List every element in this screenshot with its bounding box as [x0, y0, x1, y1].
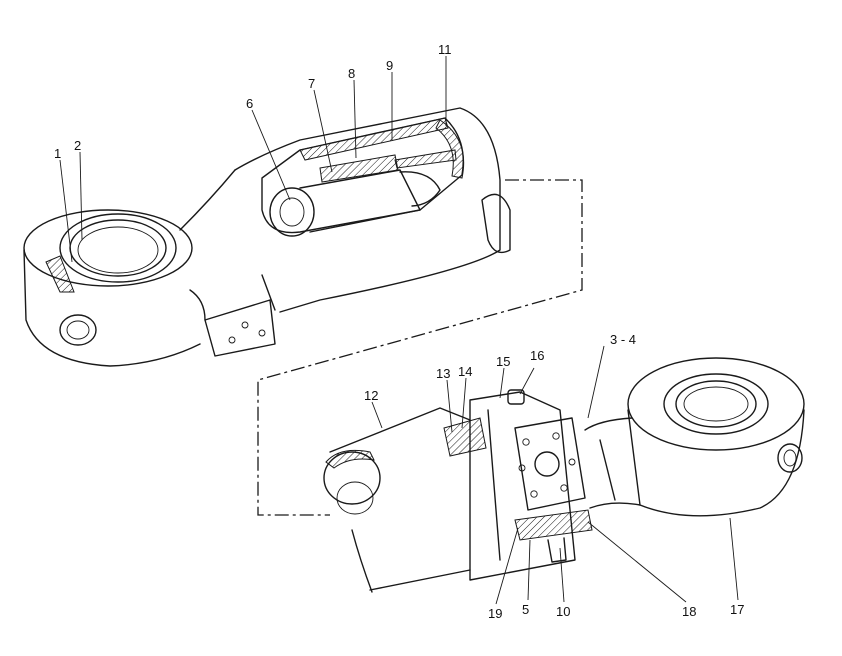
upper-housing	[23, 107, 511, 367]
upper-mount-block	[204, 299, 276, 357]
spool-rod-hatch	[394, 149, 457, 169]
barrel-top	[329, 407, 471, 453]
callout-3-4: 3 - 4	[610, 332, 636, 347]
upper-bearing-outer	[59, 213, 177, 283]
lower-neck-top	[584, 417, 633, 431]
barrel-front-edge	[351, 529, 373, 593]
upper-neck-bottom	[189, 289, 206, 321]
callout-19: 19	[488, 606, 502, 621]
callout-12: 12	[364, 388, 378, 403]
cap-bolt-6	[568, 458, 576, 466]
cutaway-end-hatch	[435, 119, 465, 179]
lower-eye-outer	[627, 357, 805, 451]
callout-1: 1	[54, 146, 61, 161]
lower-plug	[547, 537, 567, 563]
upper-body-outline	[234, 107, 501, 313]
barrel-bottom	[369, 569, 471, 591]
leader-lines	[59, 56, 739, 605]
cap-center-port	[534, 451, 560, 477]
lower-bearing-inner	[675, 380, 757, 428]
cap-bolt-5	[518, 464, 526, 472]
lower-side-port	[777, 443, 803, 473]
callout-9: 9	[386, 58, 393, 73]
callout-17: 17	[730, 602, 744, 617]
mount-hole-2	[258, 329, 266, 337]
flange-step	[487, 409, 501, 561]
cap-bolt-2	[552, 432, 560, 440]
head-flange	[469, 391, 576, 581]
lower-assembly	[323, 357, 805, 593]
callout-2: 2	[74, 138, 81, 153]
lower-side-port-inner	[783, 449, 797, 467]
spool-seal-hatch	[319, 154, 399, 183]
callout-5: 5	[522, 602, 529, 617]
upper-side-port-inner	[66, 320, 90, 340]
upper-neck-top	[179, 169, 236, 231]
barrel-bore	[336, 481, 374, 515]
upper-body-edge	[261, 274, 276, 311]
cap-bolt-3	[530, 490, 538, 498]
top-plug	[507, 389, 525, 405]
seal-cutaway-lower	[514, 509, 593, 541]
callout-18: 18	[682, 604, 696, 619]
lower-eye-side	[627, 409, 805, 517]
callout-14: 14	[458, 364, 472, 379]
callout-16: 16	[530, 348, 544, 363]
spool-nose	[399, 171, 441, 207]
cutaway-wall-hatch	[299, 117, 449, 161]
lower-bearing-outer	[663, 373, 769, 435]
cap-plate	[514, 417, 586, 511]
spool-end-inner	[279, 197, 305, 227]
mount-hole-1	[228, 336, 236, 344]
alignment-centerline	[257, 179, 583, 516]
barrel-wall-hatch	[325, 449, 375, 469]
seal-cutaway-upper	[443, 417, 487, 457]
lower-neck-bottom	[589, 502, 641, 509]
cap-bolt-4	[560, 484, 568, 492]
callout-7: 7	[308, 76, 315, 91]
upper-eye-outer	[23, 209, 193, 287]
upper-eye-side	[23, 249, 201, 367]
callout-15: 15	[496, 354, 510, 369]
upper-bearing-bore	[77, 226, 159, 274]
callout-11: 11	[438, 42, 452, 57]
lower-neck-edge	[599, 439, 616, 501]
spool-end	[269, 187, 315, 237]
spool-body	[299, 169, 421, 233]
upper-rear-port	[481, 193, 511, 254]
callout-6: 6	[246, 96, 253, 111]
upper-side-port	[59, 314, 97, 346]
callout-13: 13	[436, 366, 450, 381]
lower-bearing-bore	[683, 386, 749, 422]
mount-hole-3	[241, 321, 249, 329]
callout-8: 8	[348, 66, 355, 81]
callout-10: 10	[556, 604, 570, 619]
callout-labels: 1 2 6 7 8 9 11 12 13 14 15 16 3 - 4 17 1…	[54, 42, 744, 621]
cap-bolt-1	[522, 438, 530, 446]
upper-bearing-inner	[69, 219, 167, 277]
upper-eye-hatch	[45, 255, 75, 293]
